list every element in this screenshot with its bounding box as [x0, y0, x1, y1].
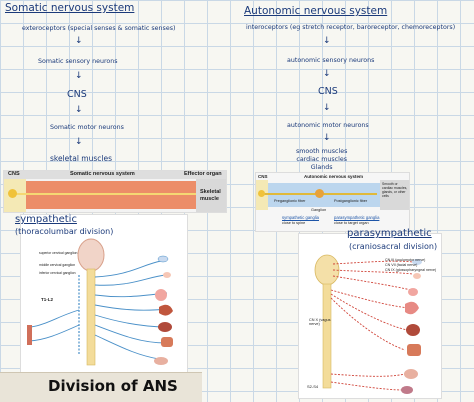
muscle-label-2: muscle — [200, 196, 219, 202]
arrow-down-icon: ↓ — [75, 105, 83, 115]
footer-title: Division of ANS — [48, 377, 178, 395]
para-ganglia-label: parasympathetic ganglia — [334, 215, 380, 220]
somatic-diagram-header — [4, 171, 226, 179]
somatic-title: Somatic nervous system — [5, 2, 135, 14]
muscle-label-1: Skeletal — [200, 189, 221, 195]
autonomic-system-label: Autonomic nervous system — [304, 174, 364, 179]
autonomic-cns: CNS — [318, 86, 338, 97]
para-ganglia-sub: close to target organ — [334, 221, 369, 225]
post-label: Postganglionic fiber — [334, 199, 368, 203]
autonomic-title: Autonomic nervous system — [244, 5, 388, 17]
pre-label: Preganglionic fiber — [274, 199, 306, 203]
sympathetic-panel: sympathetic (thoracolumbar division) sup… — [15, 214, 188, 374]
arrow-down-icon: ↓ — [75, 71, 83, 81]
effector-label: Smooth or cardiac muscles, glands, or ot… — [382, 182, 408, 198]
symp-label-superior: superior cervical ganglion — [39, 251, 78, 255]
somatic-motor: Somatic motor neurons — [50, 124, 124, 131]
fiber-region — [268, 183, 380, 207]
symp-label-inferior: inferior cervical ganglion — [39, 271, 76, 275]
arrow-down-icon: ↓ — [323, 103, 331, 113]
neuron-cell-body-icon — [258, 190, 265, 197]
autonomic-receptors: interoceptors (eg stretch receptor, baro… — [246, 24, 456, 31]
para-label-s2s4: S2-S4 — [307, 384, 319, 389]
parasympathetic-title: parasympathetic — [347, 228, 432, 239]
sympathetic-illustration — [27, 238, 173, 366]
somatic-diagram: CNS Somatic nervous system Effector orga… — [3, 170, 227, 213]
autonomic-targets: smooth muscles cardiac muscles Glands — [296, 148, 347, 172]
target-smooth: smooth muscles — [296, 148, 348, 155]
autonomic-cns-label: CNS — [258, 174, 268, 179]
target-glands: Glands — [310, 164, 333, 171]
para-label-cn10: CN X (vagus nerve) — [309, 318, 331, 326]
motor-axon — [12, 193, 202, 195]
somatic-cns-label: CNS — [8, 171, 20, 177]
somatic-system-label: Somatic nervous system — [70, 171, 135, 177]
para-label-cn3: CN III (oculomotor nerve) — [385, 258, 426, 262]
autonomic-sensory: autonomic sensory neurons — [287, 57, 375, 64]
arrow-down-icon: ↓ — [323, 36, 331, 46]
parasympathetic-illustration — [314, 254, 422, 394]
symp-label-t1l2: T1-L2 — [41, 297, 54, 302]
somatic-receptors: exteroceptors (special senses & somatic … — [22, 25, 176, 32]
effector-label: Effector organ — [184, 171, 222, 177]
footer-banner: Division of ANS — [0, 372, 202, 402]
parasympathetic-subtitle: (craniosacral division) — [349, 242, 438, 251]
arrow-down-icon: ↓ — [323, 69, 331, 79]
ganglion-label: Ganglion — [311, 208, 327, 212]
symp-label-middle: middle cervical ganglion — [39, 263, 76, 267]
autonomic-motor: autonomic motor neurons — [287, 122, 369, 129]
arrow-down-icon: ↓ — [323, 133, 331, 143]
arrow-down-icon: ↓ — [75, 36, 83, 46]
sympathetic-subtitle: (thoracolumbar division) — [15, 227, 114, 236]
para-label-cn9: CN IX (glossopharyngeal nerve) — [385, 268, 437, 272]
para-label-cn7: CN VII (facial nerve) — [385, 263, 418, 267]
parasympathetic-panel: parasympathetic (craniosacral division) … — [298, 228, 442, 399]
symp-ganglia-label: sympathetic ganglia — [282, 215, 320, 220]
somatic-cns: CNS — [67, 89, 87, 100]
autonomic-diagram: CNS Autonomic nervous system Preganglion… — [255, 172, 410, 232]
symp-ganglia-sub: close to spine — [282, 221, 306, 225]
sympathetic-title: sympathetic — [15, 214, 77, 225]
arrow-down-icon: ↓ — [75, 137, 83, 147]
somatic-target: skeletal muscles — [50, 154, 112, 163]
neuron-cell-body-icon — [8, 189, 17, 198]
somatic-sensory: Somatic sensory neurons — [38, 58, 118, 65]
ganglion-icon — [315, 189, 324, 198]
target-cardiac: cardiac muscles — [296, 156, 347, 163]
effector-box — [196, 179, 226, 212]
muscle-band — [26, 181, 196, 209]
effector-box — [380, 180, 409, 210]
